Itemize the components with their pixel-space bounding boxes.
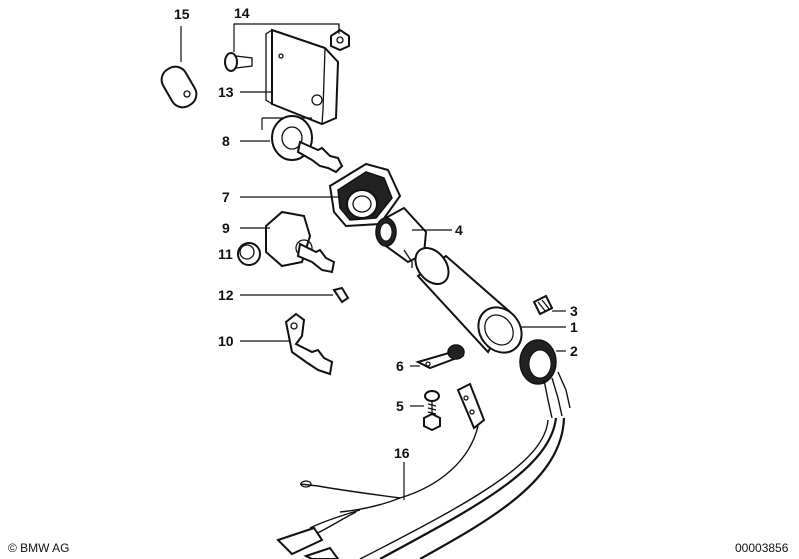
callout-6: 6 [396,358,404,374]
copyright-text: © BMW AG [8,541,70,555]
part-14-bracket [224,28,350,126]
part-5-screw [423,390,441,432]
callout-9: 9 [222,220,230,236]
callout-10: 10 [218,333,234,349]
image-number: 00003856 [735,541,789,555]
callout-3: 3 [570,303,578,319]
part-4-housing [375,206,428,268]
part-12-pin [332,286,350,304]
callout-8: 8 [222,133,230,149]
leader-13 [240,86,273,93]
part-7-bezel [328,162,402,228]
callout-13: 13 [218,84,234,100]
callout-4: 4 [455,222,463,238]
part-9-key [265,210,336,274]
callout-1: 1 [570,319,578,335]
part-16-harness [276,382,486,559]
callout-2: 2 [570,343,578,359]
callout-7: 7 [222,189,230,205]
callout-15: 15 [174,6,190,22]
part-11-cap [237,242,261,266]
callout-11: 11 [218,246,233,262]
part-6-bracket [415,344,465,370]
callout-12: 12 [218,287,234,303]
part-1-barrel [414,247,523,354]
callout-16: 16 [394,445,410,461]
part-15-plate [160,65,198,109]
part-3-setscrew [532,294,554,316]
callout-5: 5 [396,398,404,414]
callout-14: 14 [234,5,250,21]
part-2-connector [519,339,571,419]
part-8-lock-key [271,115,344,174]
part-10-key [284,312,334,376]
cable-bundle [359,417,566,559]
leader-14 [233,23,340,32]
